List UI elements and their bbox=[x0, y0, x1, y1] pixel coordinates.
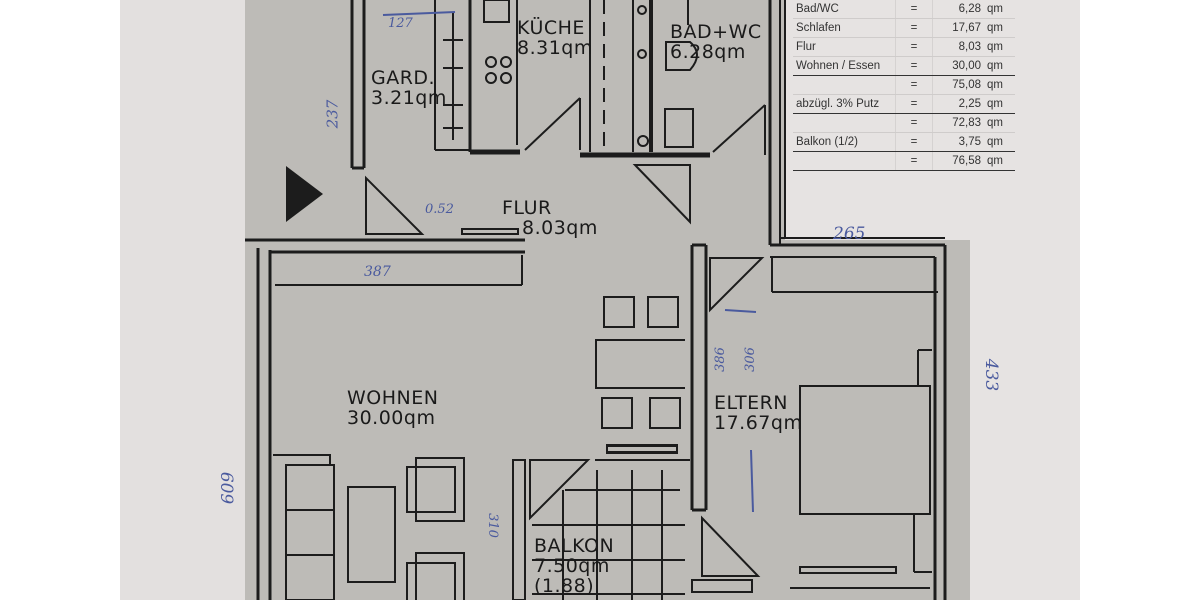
row-label: Bad/WC bbox=[793, 0, 896, 19]
room-area: 17.67qm bbox=[714, 412, 803, 434]
room-area: 6.28qm bbox=[670, 41, 746, 63]
row-eq: = bbox=[895, 132, 933, 152]
room-label-balkon: BALKON 7.50qm (1.88) bbox=[534, 536, 614, 596]
row-label bbox=[793, 75, 896, 95]
entrance-arrow-icon bbox=[286, 166, 323, 222]
row-eq: = bbox=[895, 0, 933, 19]
room-area: 7.50qm bbox=[534, 555, 610, 577]
room-area: 8.31qm bbox=[517, 37, 593, 59]
room-label-bad-wc: BAD+WC 6.28qm bbox=[670, 22, 762, 62]
row-unit: qm bbox=[984, 56, 1015, 76]
row-label: Wohnen / Essen bbox=[793, 56, 896, 76]
row-label bbox=[793, 151, 896, 171]
dim-gard-side: 237 bbox=[323, 99, 342, 129]
row-unit: qm bbox=[984, 94, 1015, 114]
row-eq: = bbox=[895, 113, 933, 133]
room-name: GARD. bbox=[371, 67, 436, 89]
row-unit: qm bbox=[984, 151, 1015, 171]
dim-wohnen-top: 387 bbox=[364, 264, 391, 280]
dim-eltern-side: 433 bbox=[981, 358, 1002, 392]
row-value: 72,83 bbox=[932, 113, 984, 133]
plan-area-main bbox=[245, 240, 970, 600]
row-eq: = bbox=[895, 56, 933, 76]
room-area: 8.03qm bbox=[522, 217, 598, 239]
room-name: ELTERN bbox=[714, 392, 788, 414]
row-value: 6,28 bbox=[932, 0, 984, 19]
row-eq: = bbox=[895, 94, 933, 114]
row-unit: qm bbox=[984, 113, 1015, 133]
room-name: BALKON bbox=[534, 535, 615, 557]
room-name: WOHNEN bbox=[347, 387, 439, 409]
row-label: Schlafen bbox=[793, 18, 896, 38]
row-unit: qm bbox=[984, 0, 1015, 19]
row-unit: qm bbox=[984, 37, 1015, 57]
row-eq: = bbox=[895, 151, 933, 171]
paper-margin bbox=[120, 0, 245, 600]
room-area: 30.00qm bbox=[347, 407, 436, 429]
room-name: KÜCHE bbox=[517, 17, 585, 39]
row-value: 76,58 bbox=[932, 151, 984, 171]
dim-balkon-side: 310 bbox=[484, 513, 500, 538]
row-label: Flur bbox=[793, 37, 896, 57]
plan-area-top bbox=[245, 0, 785, 245]
row-label bbox=[793, 113, 896, 133]
dim-wohnen-side: 609 bbox=[216, 471, 237, 505]
row-value: 30,00 bbox=[932, 56, 984, 76]
row-unit: qm bbox=[984, 75, 1015, 95]
row-value: 75,08 bbox=[932, 75, 984, 95]
room-label-kueche: KÜCHE 8.31qm bbox=[517, 18, 593, 58]
row-label: Balkon (1/2) bbox=[793, 132, 896, 152]
row-eq: = bbox=[895, 37, 933, 57]
dim-eltern-inner-2: 306 bbox=[742, 347, 758, 372]
room-name: BAD+WC bbox=[670, 21, 762, 43]
dim-gard-top: 127 bbox=[388, 16, 413, 31]
dim-eltern-top: 265 bbox=[833, 224, 866, 244]
room-label-wohnen: WOHNEN 30.00qm bbox=[347, 388, 438, 428]
row-value: 3,75 bbox=[932, 132, 984, 152]
row-value: 17,67 bbox=[932, 18, 984, 38]
room-label-flur: FLUR 8.03qm bbox=[502, 198, 598, 238]
row-eq: = bbox=[895, 18, 933, 38]
room-label-garderobe: GARD. 3.21qm bbox=[371, 68, 447, 108]
room-name: FLUR bbox=[502, 197, 552, 219]
room-area: 3.21qm bbox=[371, 87, 447, 109]
dim-eltern-inner-1: 386 bbox=[712, 347, 728, 372]
room-label-eltern: ELTERN 17.67qm bbox=[714, 393, 802, 433]
row-unit: qm bbox=[984, 18, 1015, 38]
row-eq: = bbox=[895, 75, 933, 95]
dim-flur: 0.52 bbox=[425, 202, 454, 217]
row-value: 8,03 bbox=[932, 37, 984, 57]
room-extra: (1.88) bbox=[534, 575, 595, 597]
row-unit: qm bbox=[984, 132, 1015, 152]
row-value: 2,25 bbox=[932, 94, 984, 114]
row-label: abzügl. 3% Putz bbox=[793, 94, 896, 114]
